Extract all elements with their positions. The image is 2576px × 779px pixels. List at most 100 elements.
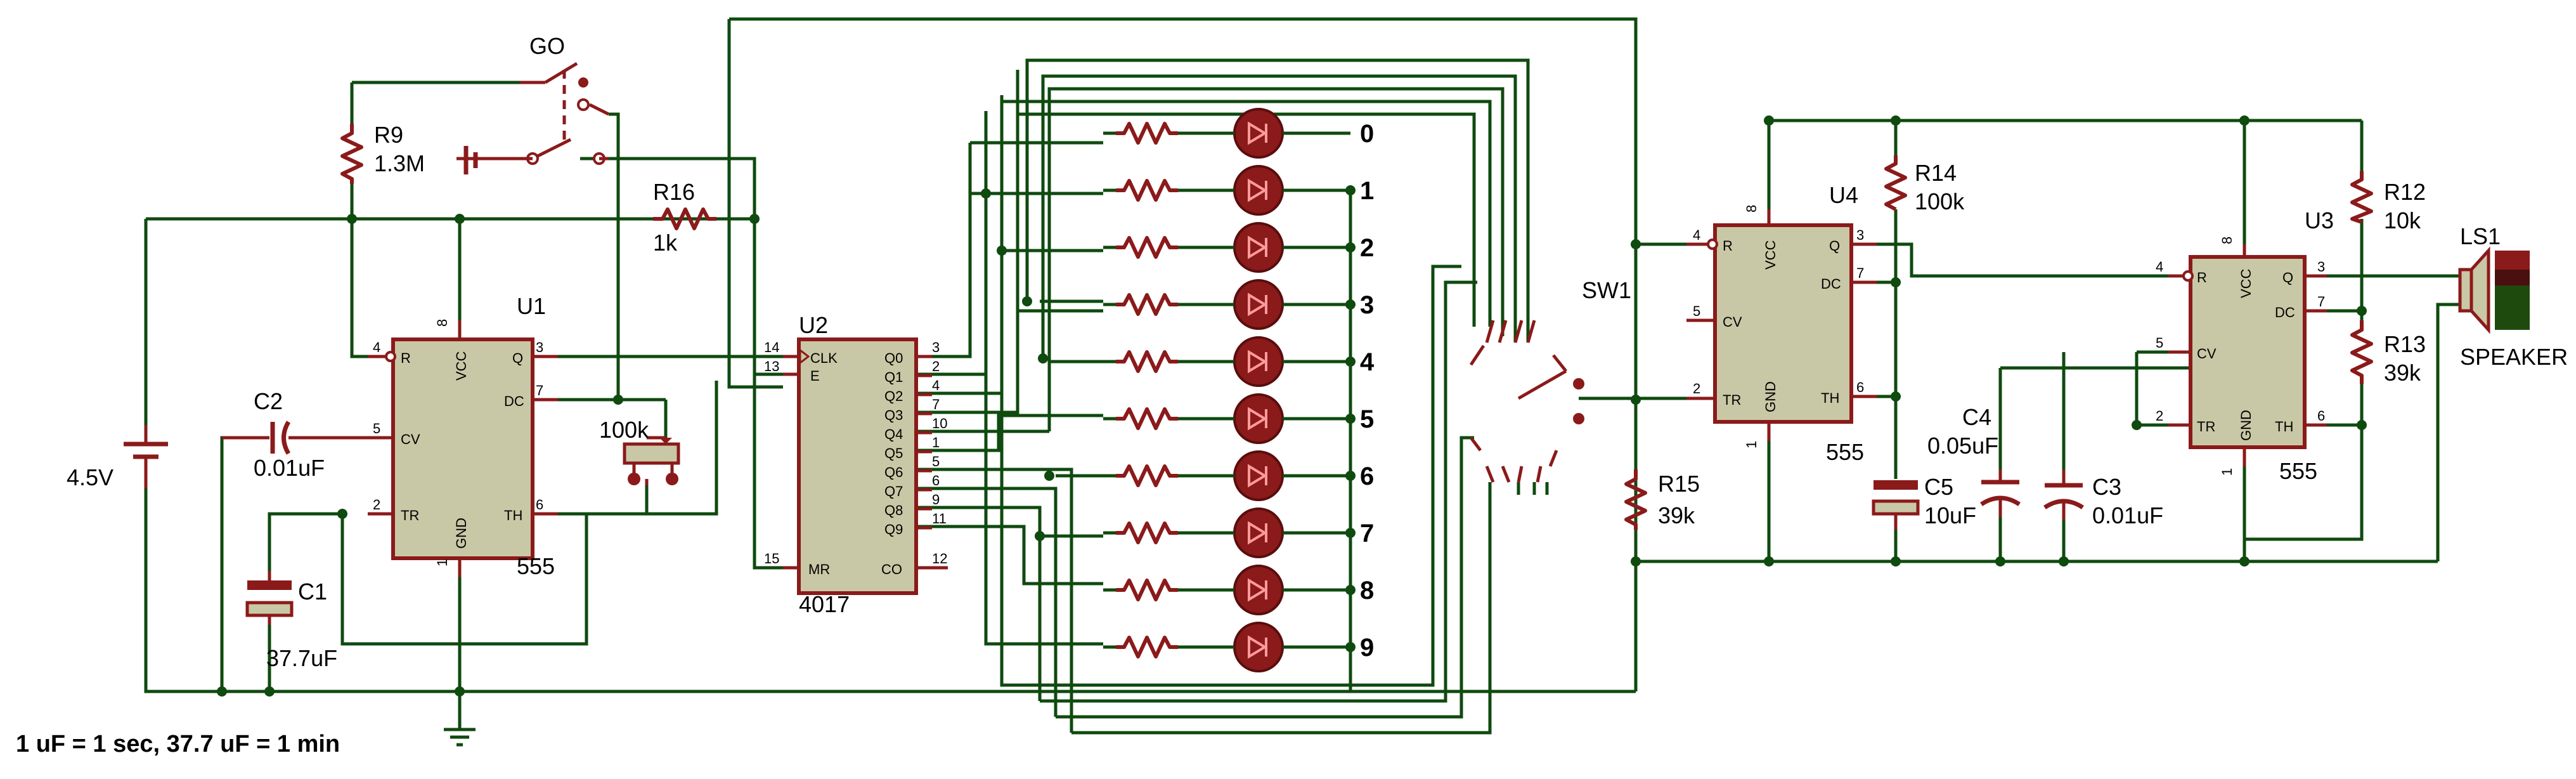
u2-num-q1: 2: [932, 358, 940, 374]
u3-num-q: 3: [2317, 259, 2325, 275]
u3-num-r: 4: [2156, 259, 2163, 275]
u2-num-e: 13: [764, 358, 779, 374]
u2-pin-q1: Q1: [884, 369, 903, 385]
u4-num-tr: 2: [1693, 381, 1700, 396]
u4-timer: R CV TR Q DC TH VCC GND 4 5 2 3 7 6 8 1 …: [1686, 182, 1877, 465]
u3-pin-dc: DC: [2275, 304, 2295, 320]
c5-value: 10uF: [1924, 502, 1976, 528]
u4-pin-gnd: GND: [1763, 381, 1778, 412]
u4-pin-cv: CV: [1723, 314, 1742, 330]
u1-num-gnd: 1: [434, 559, 450, 566]
led-resistor: [1116, 636, 1178, 658]
pot-100k: 100k: [599, 417, 680, 485]
u4-pin-tr: TR: [1723, 392, 1741, 408]
r12-value: 10k: [2384, 207, 2421, 233]
led-digit: 4: [1360, 348, 1375, 376]
u4-num-cv: 5: [1693, 303, 1700, 319]
u1-pin-th: TH: [504, 507, 522, 523]
r13-label: R13: [2384, 331, 2426, 357]
u2-num-q0: 3: [932, 339, 940, 355]
led-icon: [1233, 450, 1284, 501]
led-resistor: [1116, 122, 1178, 145]
u2-pin-q9: Q9: [884, 521, 903, 537]
u1-pin-vcc: VCC: [453, 351, 469, 381]
go-label: GO: [529, 33, 565, 59]
r12-label: R12: [2384, 179, 2426, 205]
go-switch: GO: [456, 33, 610, 174]
u3-num-th: 6: [2317, 408, 2325, 424]
led-digit: 7: [1360, 520, 1374, 547]
led-row: 0: [1103, 108, 1374, 159]
u4-pin-q: Q: [1829, 238, 1840, 254]
u2-pin-q4: Q4: [884, 426, 903, 442]
u1-label: U1: [517, 293, 546, 319]
u3-num-cv: 5: [2156, 335, 2163, 351]
led-row: 2: [1103, 222, 1374, 273]
c2-label: C2: [254, 388, 283, 414]
u1-pin-r: R: [401, 350, 411, 366]
r14-resistor: R14 100k: [1884, 155, 1965, 214]
c3-value: 0.01uF: [2092, 502, 2163, 528]
led-digit: 2: [1360, 234, 1374, 262]
led-icon: [1233, 565, 1284, 615]
led-icon: [1233, 336, 1284, 387]
u3-timer: R CV TR Q DC TH VCC GND 4 5 2 3 7 6 8 1 …: [2156, 207, 2334, 484]
led-row: 7: [1103, 507, 1374, 558]
led-resistor: [1116, 293, 1178, 316]
u3-label: U3: [2305, 207, 2334, 233]
c5-label: C5: [1924, 474, 1953, 500]
u3-num-dc: 7: [2317, 294, 2325, 310]
led-resistor: [1116, 521, 1178, 544]
u2-num-co: 12: [932, 551, 947, 566]
r15-value: 39k: [1658, 502, 1695, 528]
u3-num-gnd: 1: [2219, 468, 2235, 476]
u3-pin-r: R: [2197, 270, 2207, 285]
led-icon: [1233, 165, 1284, 216]
u3-pin-vcc: VCC: [2238, 268, 2254, 298]
u2-pin-clk: CLK: [810, 350, 838, 366]
u2-pin-co: CO: [881, 561, 902, 577]
u2-pin-mr: MR: [808, 561, 830, 577]
u4-num-dc: 7: [1856, 265, 1864, 281]
r9-resistor: R9 1.3M: [340, 122, 425, 184]
u2-num-q3: 7: [932, 396, 940, 412]
pot-value: 100k: [599, 417, 649, 443]
u4-pin-vcc: VCC: [1763, 240, 1778, 270]
u2-num-q8: 9: [932, 492, 940, 507]
led-row: 8: [1103, 565, 1374, 615]
u2-num-clk: 14: [764, 339, 779, 355]
led-resistor: [1116, 579, 1178, 601]
led-row: 3: [1103, 279, 1374, 330]
led-row: 1: [1103, 165, 1374, 216]
speaker-icon: LS1 SPEAKER: [2458, 223, 2568, 370]
r12-resistor: R12 10k: [2350, 171, 2426, 233]
u2-label: U2: [799, 312, 828, 338]
u1-num-vcc: 8: [434, 319, 450, 327]
u2-num-q5: 1: [932, 435, 940, 450]
c5-capacitor: C5 10uF: [1872, 474, 1976, 530]
u3-num-vcc: 8: [2219, 237, 2235, 244]
u3-type: 555: [2279, 458, 2317, 484]
c2-capacitor: C2 0.01uF: [222, 388, 368, 481]
u1-num-cv: 5: [373, 421, 380, 436]
c3-capacitor: C3 0.01uF: [2043, 469, 2163, 528]
u2-num-q4: 10: [932, 416, 947, 431]
u1-num-th: 6: [536, 497, 543, 513]
led-row: 5: [1103, 393, 1374, 444]
u2-pin-q6: Q6: [884, 464, 903, 480]
led-resistor: [1116, 350, 1178, 373]
u2-pin-q8: Q8: [884, 502, 903, 518]
wires: [144, 17, 2460, 735]
u4-num-q: 3: [1856, 227, 1864, 243]
u2-pin-e: E: [810, 368, 820, 384]
r9-label: R9: [374, 122, 403, 148]
u2-num-q2: 4: [932, 377, 940, 393]
u2-pin-q7: Q7: [884, 483, 903, 499]
u2-pin-q3: Q3: [884, 407, 903, 423]
led-resistor: [1116, 407, 1178, 430]
led-icon: [1233, 222, 1284, 273]
led-icon: [1233, 393, 1284, 444]
r15-label: R15: [1658, 471, 1700, 497]
